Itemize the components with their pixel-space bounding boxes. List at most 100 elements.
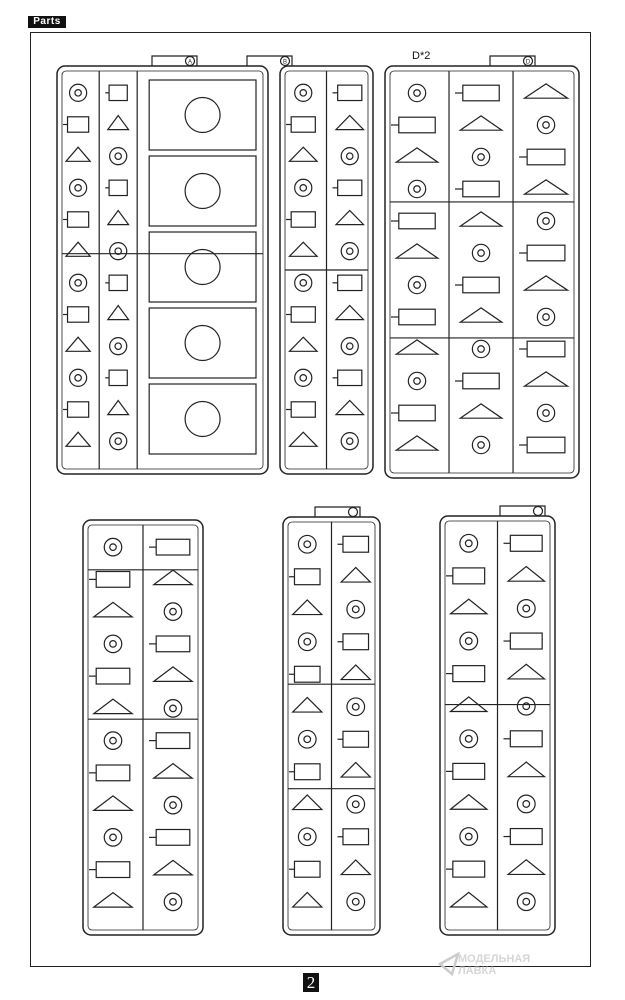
- round-part: [294, 273, 313, 292]
- block-part: [108, 179, 128, 197]
- sprue-frame: [439, 515, 556, 936]
- round-part-hub: [464, 832, 473, 841]
- bracket-part: [291, 599, 324, 616]
- round-part: [68, 83, 88, 102]
- bracket-part: [106, 209, 130, 226]
- block-part: [462, 180, 500, 198]
- block-part: [95, 764, 131, 782]
- round-part-hub: [464, 734, 473, 743]
- round-part-hub: [303, 637, 312, 646]
- hull-part: [148, 383, 257, 455]
- round-part-hub: [351, 897, 360, 906]
- round-part-hub: [477, 441, 485, 449]
- round-part-hub: [477, 345, 485, 353]
- round-part-hub: [542, 217, 550, 225]
- bracket-part: [506, 859, 547, 876]
- round-part-hub: [345, 342, 354, 350]
- round-part: [516, 598, 536, 618]
- round-part-hub: [464, 637, 473, 645]
- round-part: [516, 794, 536, 814]
- sprue-d-quantity-note: D*2: [412, 50, 431, 62]
- bracket-part: [458, 307, 504, 323]
- bracket-part: [152, 762, 194, 779]
- round-part: [68, 178, 88, 197]
- round-part: [163, 602, 183, 621]
- sprue-frame: [279, 65, 374, 475]
- round-part-hub: [114, 437, 122, 445]
- sprue-tag: [489, 55, 536, 66]
- block-part: [155, 635, 191, 653]
- page-number: 2: [303, 973, 319, 992]
- block-part: [509, 827, 543, 846]
- block-part: [526, 340, 566, 358]
- round-part-hub: [413, 377, 421, 385]
- round-part-hub: [114, 247, 122, 255]
- hull-part: [148, 155, 257, 227]
- round-part-hub: [477, 153, 485, 161]
- bracket-part: [64, 336, 92, 352]
- round-part-hub: [351, 605, 360, 614]
- sprue-tag: [151, 55, 198, 66]
- sprue-tag: [246, 55, 293, 66]
- round-part: [459, 631, 479, 651]
- round-part: [163, 795, 183, 815]
- bracket-part: [458, 403, 504, 419]
- round-part: [297, 729, 317, 749]
- round-part: [103, 537, 123, 557]
- round-part-hub: [74, 279, 82, 287]
- round-part: [471, 243, 491, 263]
- bracket-part: [288, 431, 319, 447]
- round-part-hub: [542, 313, 550, 321]
- bracket-part: [506, 761, 547, 778]
- hatch-ring-part: [184, 400, 221, 438]
- round-part-hub: [74, 374, 82, 382]
- bracket-part: [288, 146, 319, 162]
- round-part-hub: [464, 539, 473, 548]
- round-part-hub: [345, 247, 354, 255]
- sprue-frame: [282, 516, 381, 936]
- round-part-hub: [169, 897, 177, 906]
- block-part: [526, 244, 566, 262]
- block-part: [337, 369, 363, 387]
- block-part: [108, 369, 128, 387]
- round-part: [163, 699, 183, 718]
- round-part-hub: [109, 543, 117, 552]
- round-part-hub: [74, 184, 82, 192]
- round-part-hub: [299, 374, 308, 382]
- bracket-part: [152, 859, 194, 876]
- bracket-part: [522, 275, 570, 291]
- round-part-hub: [542, 121, 550, 129]
- round-part: [471, 147, 491, 167]
- block-part: [290, 401, 316, 418]
- round-part-hub: [351, 702, 360, 711]
- block-part: [293, 763, 321, 781]
- sprue-inner-frame: [389, 70, 575, 474]
- bracket-part: [448, 598, 489, 615]
- bracket-part: [106, 399, 130, 416]
- sprue-lower-left: [82, 519, 204, 936]
- round-part: [516, 892, 536, 912]
- round-part-hub: [74, 89, 82, 97]
- bracket-part: [522, 83, 570, 99]
- round-part-hub: [522, 702, 531, 711]
- block-part: [337, 84, 363, 102]
- hatch-ring-part: [184, 172, 221, 210]
- round-part: [297, 827, 317, 847]
- round-part-hub: [413, 89, 421, 97]
- block-part: [462, 372, 500, 390]
- round-part: [407, 371, 427, 391]
- round-part: [471, 339, 491, 359]
- sprue-inner-frame: [61, 70, 264, 470]
- round-part-hub: [303, 735, 312, 744]
- hatch-ring-part: [184, 96, 221, 134]
- sprue-gate-marker: [532, 505, 544, 517]
- round-part-hub: [109, 833, 117, 842]
- round-part: [346, 599, 366, 619]
- bracket-part: [339, 664, 372, 681]
- bracket-part: [288, 241, 319, 257]
- round-part: [294, 368, 313, 387]
- bracket-part: [522, 371, 570, 387]
- bracket-part: [458, 211, 504, 227]
